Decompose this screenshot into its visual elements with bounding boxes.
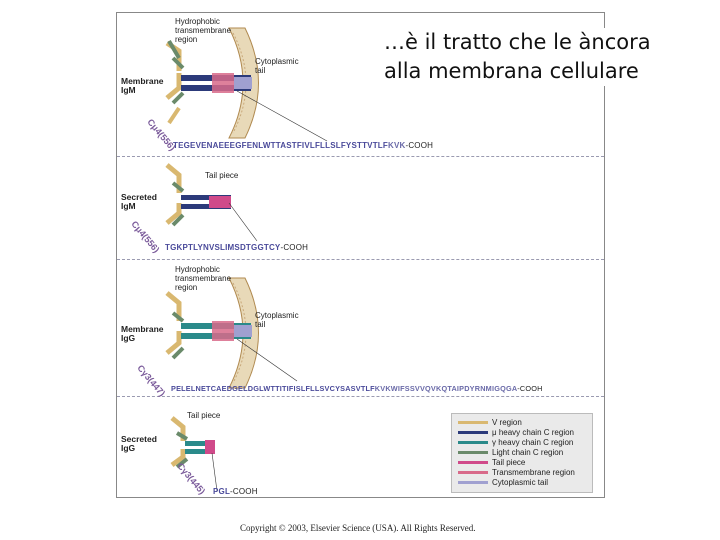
label-membrane-igg: Membrane IgG — [121, 325, 171, 343]
legend-label: Tail piece — [492, 458, 525, 467]
caption-text: …è il tratto che le àncora alla membrana… — [384, 28, 694, 86]
legend-label: μ heavy chain C region — [492, 428, 574, 437]
legend-swatch — [458, 431, 488, 434]
legend-item: γ heavy chain C region — [458, 438, 573, 447]
seq-cyto-1: KVK — [388, 141, 406, 150]
label-secreted-igm: Secreted IgM — [121, 193, 171, 211]
seq-cooh-1: -COOH — [405, 141, 433, 150]
legend-label: Light chain C region — [492, 448, 563, 457]
sequence-1: TEGEVENAEEEGFENLWTTASTFIVLFLLSLFYSTTVTLF… — [173, 141, 433, 150]
legend-swatch — [458, 441, 488, 444]
membrane-igg-drawing — [167, 278, 297, 388]
legend-item: Transmembrane region — [458, 468, 575, 477]
legend-item: V region — [458, 418, 522, 427]
panel-divider — [117, 156, 604, 157]
legend-label: γ heavy chain C region — [492, 438, 573, 447]
membrane-igm-drawing — [167, 28, 327, 141]
label-membrane-igm: Membrane IgM — [121, 77, 171, 95]
legend-item: Light chain C region — [458, 448, 563, 457]
label-secreted-igg: Secreted IgG — [121, 435, 171, 453]
sequence-4: PGL-COOH — [213, 487, 258, 496]
legend-label: Transmembrane region — [492, 468, 575, 477]
legend-label: V region — [492, 418, 522, 427]
legend-swatch — [458, 451, 488, 454]
seq-tailpiece-4: PGL — [213, 487, 230, 496]
legend-swatch — [458, 481, 488, 484]
label-cytoplasmic-1: Cytoplasmic tail — [255, 57, 305, 75]
panel-divider — [117, 259, 604, 260]
legend-label: Cytoplasmic tail — [492, 478, 548, 487]
seq-cooh-2: -COOH — [280, 243, 308, 252]
seq-tailpiece-2: TGKPTLYNVSLIMSDTGGTCY — [165, 243, 280, 252]
sequence-3: PELELNETCAEDGELDGLWTTITIFISLFLLSVCYSASVT… — [171, 384, 543, 393]
legend-item: μ heavy chain C region — [458, 428, 574, 437]
seq-transmembrane-1: TEGEVENAEEEGFENLWTTASTFIVLFLLSLFYSTTVTLF — [173, 141, 388, 150]
panel-divider — [117, 396, 604, 397]
seq-cooh-3: -COOH — [517, 384, 542, 393]
seq-cyto-3: KVKWIFSSVVQVKQTAIPDYRNMIGQGA — [375, 384, 518, 393]
copyright-notice: Copyright © 2003, Elsevier Science (USA)… — [240, 523, 476, 533]
legend-item: Cytoplasmic tail — [458, 478, 548, 487]
label-hydrophobic-3: Hydrophobic transmembrane region — [175, 265, 255, 292]
legend-swatch — [458, 461, 488, 464]
label-tail-piece-2: Tail piece — [205, 171, 238, 180]
label-cytoplasmic-3: Cytoplasmic tail — [255, 311, 305, 329]
label-tail-piece-4: Tail piece — [187, 411, 220, 420]
label-hydrophobic-1: Hydrophobic transmembrane region — [175, 17, 255, 44]
legend: V region μ heavy chain C region γ heavy … — [451, 413, 593, 493]
legend-swatch — [458, 471, 488, 474]
legend-swatch — [458, 421, 488, 424]
seq-cooh-4: -COOH — [230, 487, 258, 496]
legend-item: Tail piece — [458, 458, 525, 467]
sequence-2: TGKPTLYNVSLIMSDTGGTCY-COOH — [165, 243, 308, 252]
seq-transmembrane-3: PELELNETCAEDGELDGLWTTITIFISLFLLSVCYSASVT… — [171, 384, 375, 393]
